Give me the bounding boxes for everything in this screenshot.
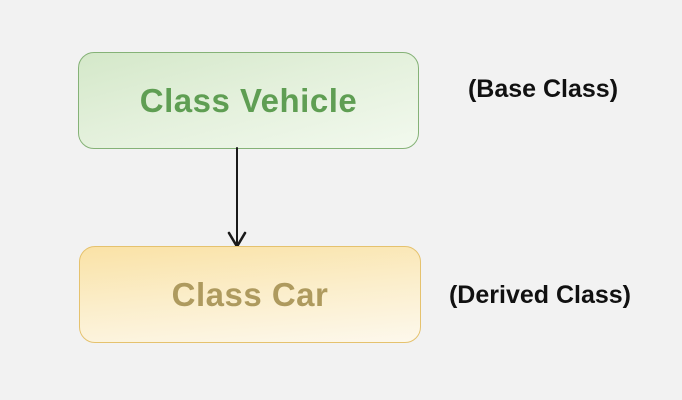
base-class-annotation: (Base Class) [467,75,619,103]
derived-class-node-label: Class Car [171,275,329,313]
base-class-node: Class Vehicle [78,52,419,149]
derived-class-annotation: (Derived Class) [448,281,632,309]
inheritance-arrow [227,147,247,248]
base-class-node-label: Class Vehicle [139,81,358,119]
derived-class-node: Class Car [79,246,421,343]
